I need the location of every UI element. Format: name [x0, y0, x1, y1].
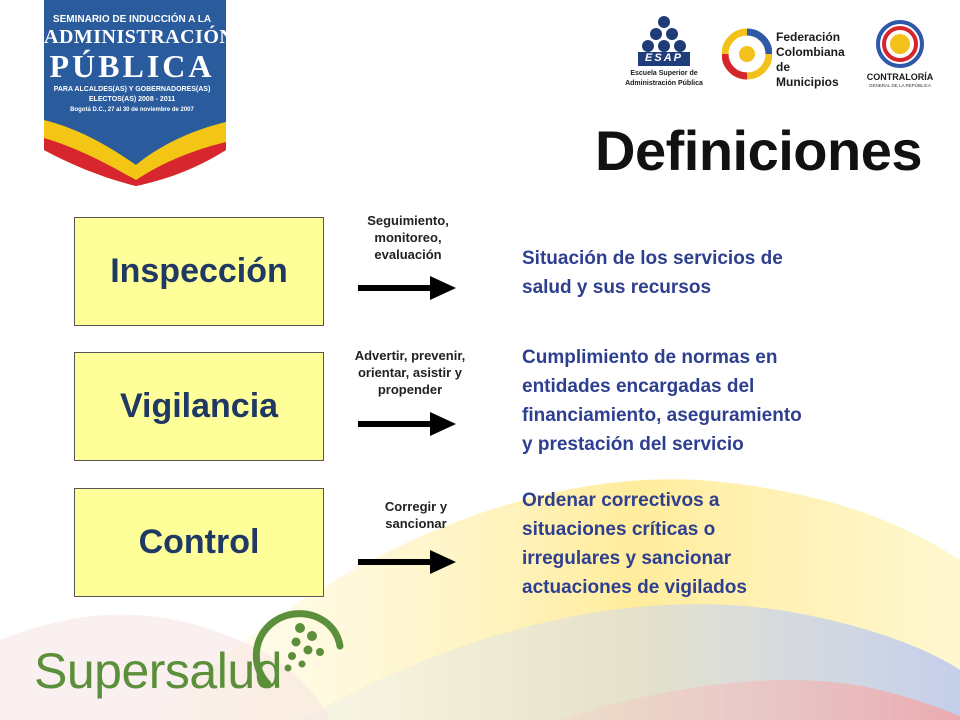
desc-line: actuaciones de vigilados: [522, 577, 747, 598]
action-line: Advertir, prevenir,: [354, 348, 466, 363]
desc-line: financiamiento, aseguramiento: [522, 405, 802, 426]
supersalud-wordmark: Supersalud: [34, 643, 282, 699]
fcm-swirl-icon: [722, 28, 772, 80]
desc-vigilancia: Cumplimiento de normas en entidades enca…: [522, 343, 802, 459]
seminar-line-2: ADMINISTRACIÓN: [44, 26, 235, 48]
term-label: Inspección: [110, 252, 288, 290]
term-label: Control: [138, 523, 260, 561]
action-label-inspeccion: Seguimiento, monitoreo, evaluación: [328, 212, 488, 263]
esap-dots-icon: [638, 16, 690, 66]
page-title: Definiciones: [595, 119, 922, 182]
term-box-control: Control: [74, 488, 324, 597]
action-line: evaluación: [374, 247, 442, 262]
seminar-badge: SEMINARIO DE INDUCCIÓN A LA ADMINISTRACI…: [44, 0, 235, 186]
esap-line-1: Escuela Superior de: [630, 70, 698, 77]
desc-control: Ordenar correctivos a situaciones crític…: [522, 486, 747, 602]
desc-inspeccion: Situación de los servicios de salud y su…: [522, 244, 783, 302]
desc-line: Ordenar correctivos a: [522, 490, 720, 511]
desc-line: irregulares y sancionar: [522, 548, 732, 569]
action-line: propender: [377, 382, 443, 397]
seminar-line-3: PÚBLICA: [49, 48, 215, 84]
action-line: Seguimiento,: [367, 213, 449, 228]
desc-line: entidades encargadas del: [522, 376, 755, 397]
action-line: Corregir y: [384, 499, 448, 514]
seminar-line-4: PARA ALCALDES(AS) Y GOBERNADORES(AS): [53, 86, 211, 93]
action-label-control: Corregir y sancionar: [336, 498, 496, 532]
contraloria-emblem-icon: [876, 20, 924, 68]
esap-mark: ESAP: [645, 52, 683, 64]
term-label: Vigilancia: [119, 387, 279, 425]
esap-logo: ESAP Escuela Superior de Administración …: [612, 14, 716, 92]
term-box-inspeccion: Inspección: [74, 217, 324, 326]
arrow-right-icon: [358, 412, 456, 436]
fcm-line-1: Federación: [776, 30, 841, 44]
fcm-logo: Federación Colombiana de Municipios: [722, 20, 852, 90]
desc-line: salud y sus recursos: [522, 277, 712, 298]
desc-line: Cumplimiento de normas en: [522, 347, 778, 368]
supersalud-logo: Supersalud: [28, 606, 348, 706]
contraloria-name: CONTRALORÍA: [866, 72, 934, 82]
fcm-line-2: Colombiana: [776, 45, 845, 59]
desc-line: y prestación del servicio: [522, 434, 744, 455]
action-line: orientar, asistir y: [357, 365, 463, 380]
contraloria-sub: GENERAL DE LA REPÚBLICA: [868, 83, 932, 88]
action-line: monitoreo,: [374, 230, 442, 245]
esap-line-2: Administración Pública: [625, 80, 703, 87]
action-label-vigilancia: Advertir, prevenir, orientar, asistir y …: [330, 347, 490, 398]
desc-line: situaciones críticas o: [522, 519, 716, 540]
seminar-badge-shape: [44, 0, 226, 186]
arrow-right-icon: [358, 276, 456, 300]
seminar-line-5: ELECTOS(AS) 2008 - 2011: [88, 96, 176, 103]
arrow-right-icon: [358, 550, 456, 574]
fcm-line-3: de Municipios: [776, 60, 839, 89]
contraloria-logo: CONTRALORÍA GENERAL DE LA REPÚBLICA: [858, 18, 942, 94]
term-box-vigilancia: Vigilancia: [74, 352, 324, 461]
seminar-line-6: Bogotá D.C., 27 al 30 de noviembre de 20…: [70, 107, 194, 113]
seminar-line-1: SEMINARIO DE INDUCCIÓN A LA: [52, 14, 212, 25]
action-line: sancionar: [385, 516, 447, 531]
desc-line: Situación de los servicios de: [522, 248, 783, 269]
supersalud-mark-icon: [252, 610, 344, 688]
